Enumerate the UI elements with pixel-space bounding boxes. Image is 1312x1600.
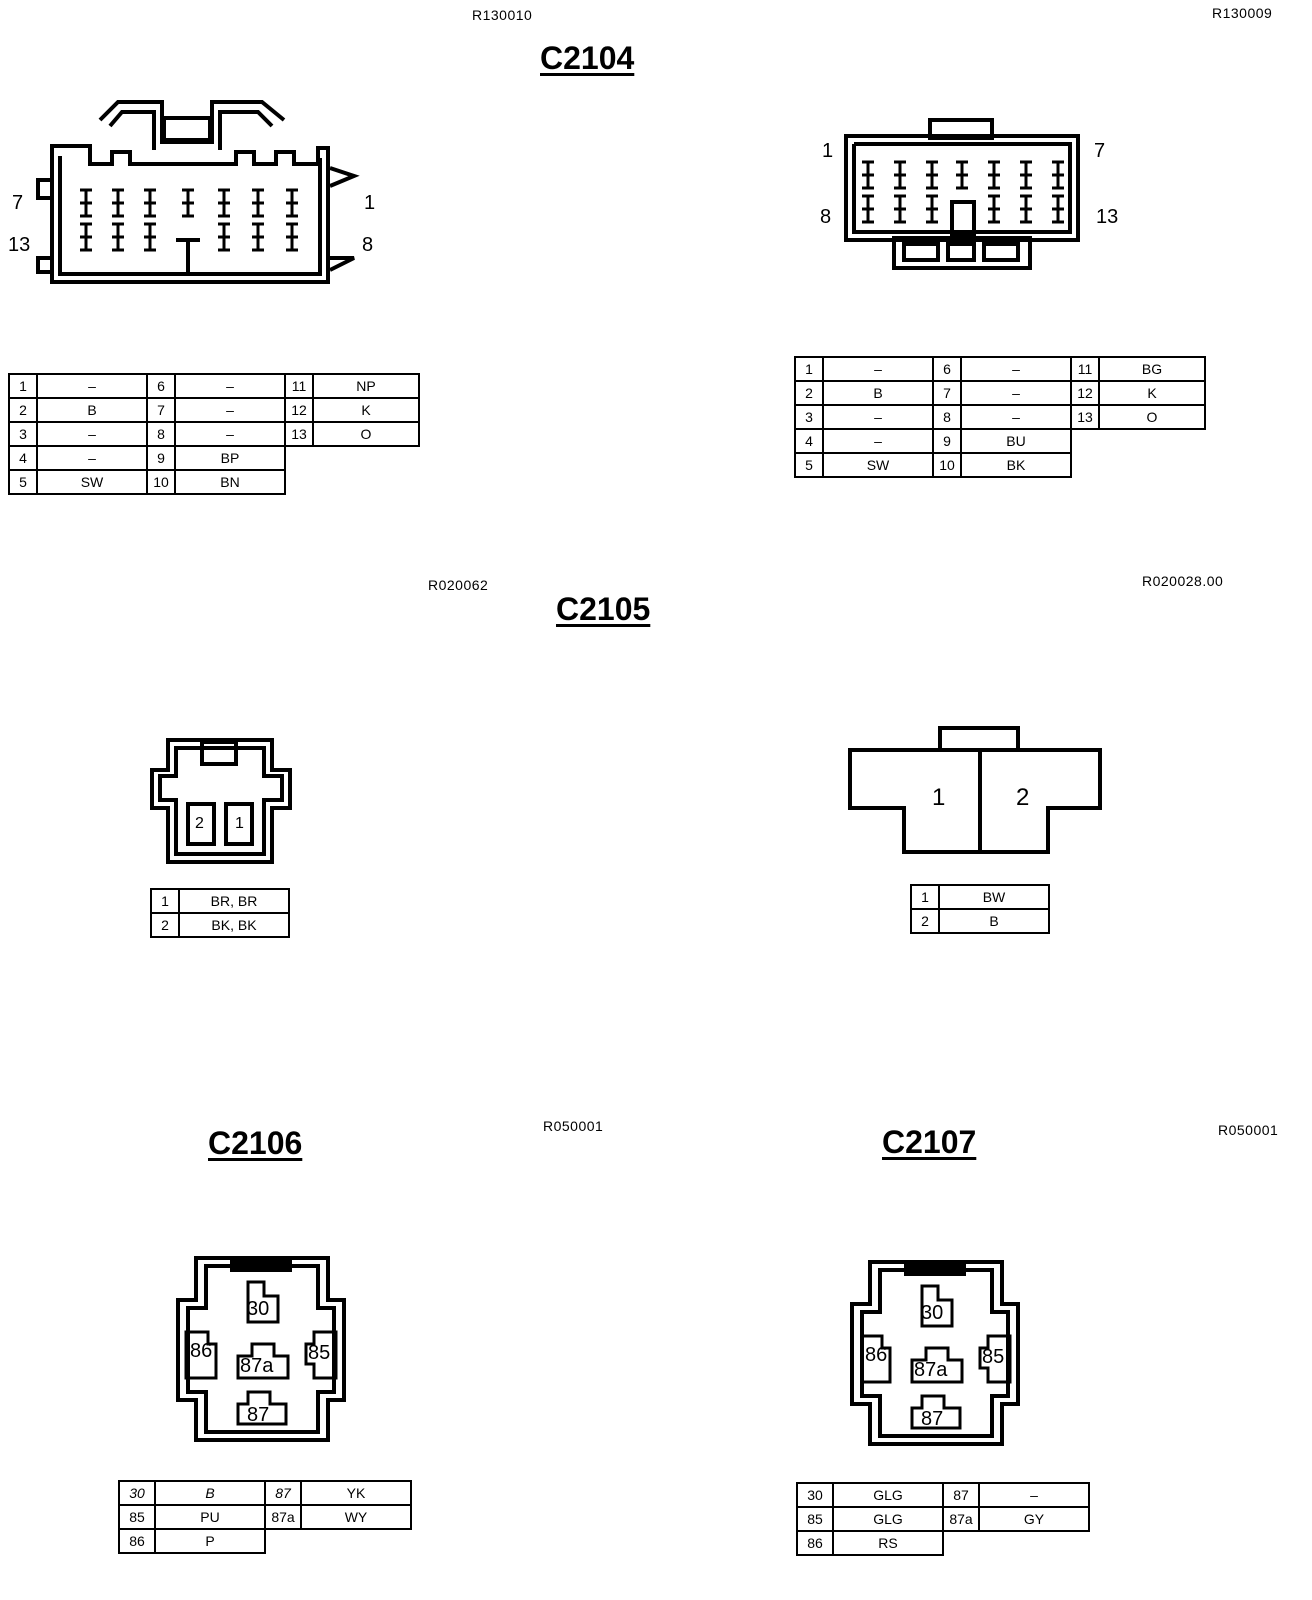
connector-c2104-left-drawing [36,100,360,284]
table-row: 85 PU 87a WY [118,1504,412,1530]
pin-label-1-c2105-left: 1 [235,815,244,832]
table-row: 5 SW 10 BK [794,452,1205,478]
pin-label-1-right: 1 [822,140,834,162]
pin-label-2-c2105-left: 2 [195,815,204,832]
relay-pin-30-c2107: 30 [921,1302,944,1324]
pin-label-13-left: 13 [8,234,31,256]
pin-label-8-left: 8 [362,234,374,256]
relay-pin-87-c2106: 87 [247,1404,270,1426]
relay-pin-87-c2107: 87 [921,1408,944,1430]
table-row: 5 SW 10 BN [8,469,419,495]
title-c2106: C2106 [208,1125,303,1161]
ref-code-c2104-right: R130009 [1212,5,1273,21]
relay-pin-86-c2107: 86 [865,1344,888,1366]
relay-pin-87a-c2106: 87a [240,1355,274,1377]
connector-c2107-drawing [850,1260,1020,1446]
connector-c2106-drawing [176,1256,346,1442]
table-row: 1 BR, BR [150,888,290,914]
connector-c2105-right-drawing [848,726,1102,854]
pin-label-8-right: 8 [820,206,832,228]
pin-label-7-left: 7 [12,192,24,214]
relay-pin-85-c2106: 85 [308,1342,331,1364]
table-row: 85 GLG 87a GY [796,1506,1090,1532]
pin-label-13-right: 13 [1096,206,1119,228]
pin-table-c2107: 30 GLG 87 – 85 GLG 87a GY 86 RS [796,1482,1090,1556]
relay-pin-87a-c2107: 87a [914,1359,948,1381]
table-row: 2 BK, BK [150,912,290,938]
pin-label-1-c2105-right: 1 [932,784,946,811]
table-row: 30 B 87 YK [118,1480,412,1506]
table-row: 86 P [118,1528,411,1554]
table-row: 86 RS [796,1530,1089,1556]
pin-label-2-c2105-right: 2 [1016,784,1030,811]
table-row: 1 – 6 – 11 BG [794,356,1206,382]
table-row: 1 BW [910,884,1050,910]
title-c2105: C2105 [556,591,651,627]
table-row: 1 – 6 – 11 NP [8,373,420,399]
pin-table-c2105-right: 1 BW 2 B [910,884,1050,934]
title-c2107: C2107 [882,1124,977,1160]
ref-code-c2104-left: R130010 [472,7,533,23]
table-row: 4 – 9 BU [794,428,1205,454]
pin-table-c2105-left: 1 BR, BR 2 BK, BK [150,888,290,938]
pin-table-c2104-left: 1 – 6 – 11 NP 2 B 7 – 12 K 3 – 8 – 13 O … [8,373,420,495]
table-row: 2 B [910,908,1050,934]
ref-code-c2106: R050001 [543,1118,604,1134]
ref-code-c2105-right: R020028.00 [1142,573,1224,589]
terminal-slots-left [80,188,298,252]
connector-c2104-right-drawing [844,118,1080,270]
table-row: 2 B 7 – 12 K [794,380,1206,406]
table-row: 3 – 8 – 13 O [794,404,1206,430]
ref-code-c2107: R050001 [1218,1122,1279,1138]
pin-label-7-right: 7 [1094,140,1106,162]
ref-code-c2105-left: R020062 [428,577,489,593]
pin-table-c2104-right: 1 – 6 – 11 BG 2 B 7 – 12 K 3 – 8 – 13 O … [794,356,1206,478]
table-row: 2 B 7 – 12 K [8,397,420,423]
pin-label-1-left: 1 [364,192,376,214]
table-row: 30 GLG 87 – [796,1482,1090,1508]
table-row: 4 – 9 BP [8,445,419,471]
connector-c2105-left-drawing [150,738,292,864]
pin-table-c2106: 30 B 87 YK 85 PU 87a WY 86 P [118,1480,412,1554]
relay-pin-30-c2106: 30 [247,1298,270,1320]
title-c2104: C2104 [540,40,635,76]
relay-pin-85-c2107: 85 [982,1346,1005,1368]
relay-pin-86-c2106: 86 [190,1340,213,1362]
table-row: 3 – 8 – 13 O [8,421,420,447]
